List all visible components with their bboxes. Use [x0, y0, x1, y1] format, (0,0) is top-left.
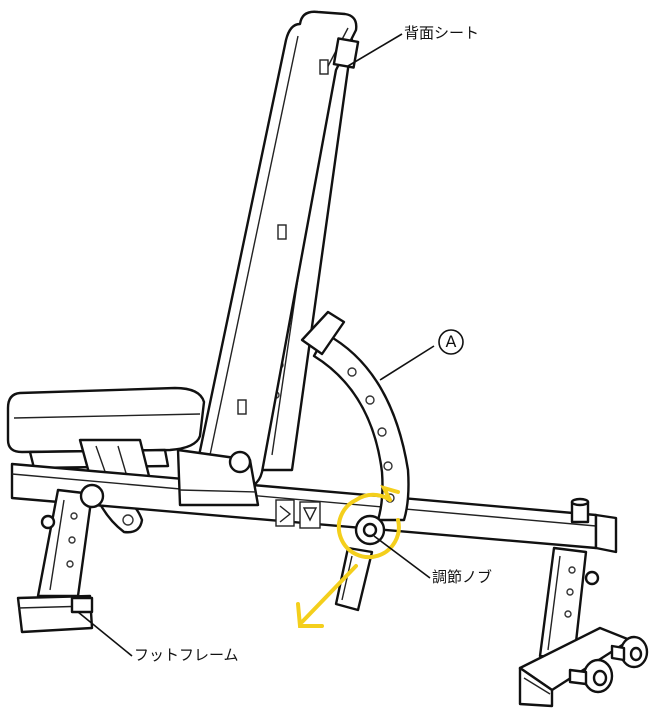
leader-adjust-knob	[373, 535, 431, 579]
label-back-seat: 背面シート	[404, 24, 480, 42]
seat-pad	[6, 386, 206, 470]
pivot-housing	[176, 448, 260, 507]
label-foot-frame: フットフレーム	[134, 646, 239, 664]
leader-foot-frame	[77, 611, 133, 657]
wheels	[568, 635, 649, 694]
leader-part-a	[379, 345, 435, 381]
part-a-circle	[438, 329, 464, 355]
front-leg	[16, 483, 105, 634]
label-part-a: A	[445, 332, 457, 351]
label-adjust-knob: 調節ノブ	[432, 568, 493, 586]
warning-stickers	[275, 499, 321, 529]
arrow-down-left-icon	[296, 564, 358, 628]
circular-arrow-icon	[336, 484, 401, 560]
backrest-pad	[194, 10, 360, 490]
leader-back-seat	[347, 33, 403, 67]
adjust-knob-assembly	[334, 514, 386, 612]
